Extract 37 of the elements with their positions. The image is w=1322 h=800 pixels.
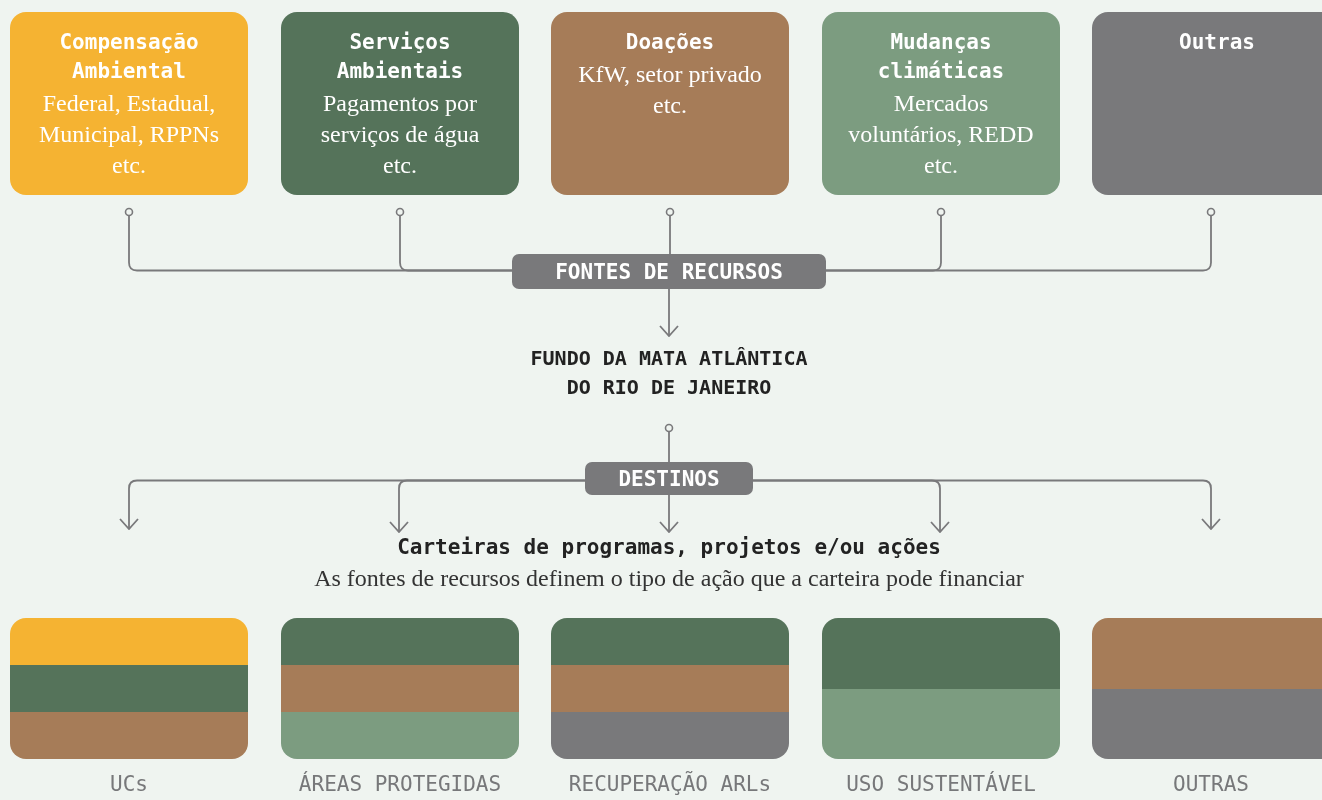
connector-line [825, 207, 1216, 272]
striped-card [1092, 618, 1322, 759]
source-card [1092, 12, 1322, 195]
arrow [389, 479, 586, 533]
label-pill: DESTINOS [585, 462, 753, 495]
card-heading: Outras [1178, 29, 1256, 56]
arrow [659, 494, 679, 533]
source-card [551, 12, 789, 195]
note-text: As fontes de recursos definem o tipo de ação que a carteira pode financiar [314, 565, 1024, 591]
title-text: FUNDO DA MATA ATLÂNTICA DO RIO DE JANEIRO [519, 344, 819, 404]
connector-line [395, 207, 513, 272]
card-heading: Compensação Ambiental [58, 29, 200, 85]
striped-card [10, 618, 248, 759]
card-heading: Mudanças climáticas [876, 29, 1006, 85]
source-card [281, 12, 519, 195]
arrow [659, 288, 679, 337]
caption-text: OUTRAS [1172, 772, 1250, 796]
arrow [752, 479, 1221, 530]
section-heading: Carteiras de programas, projetos e/ou ações [397, 535, 941, 559]
label-pill: FONTES DE RECURSOS [512, 254, 826, 289]
card-heading: Doações [624, 29, 716, 56]
striped-card [551, 618, 789, 759]
caption-text: UCs [109, 772, 149, 796]
source-card [10, 12, 248, 195]
card-heading: Serviços Ambientais [335, 29, 465, 85]
connector-line [664, 423, 674, 463]
striped-card [281, 618, 519, 759]
striped-card [822, 618, 1060, 759]
caption-text: ÁREAS PROTEGIDAS [297, 772, 503, 796]
caption-text: RECUPERAÇÃO ARLs [567, 772, 773, 796]
card-description: Mercados voluntários, REDD etc. [848, 89, 1034, 180]
caption-text: USO SUSTENTÁVEL [845, 772, 1037, 796]
card-description: Federal, Estadual, Municipal, RPPNs etc. [38, 89, 220, 180]
source-card [822, 12, 1060, 195]
card-description: Pagamentos por serviços de água etc. [319, 89, 481, 180]
card-description: KfW, setor privado etc. [577, 60, 763, 120]
connector-line [665, 207, 675, 255]
